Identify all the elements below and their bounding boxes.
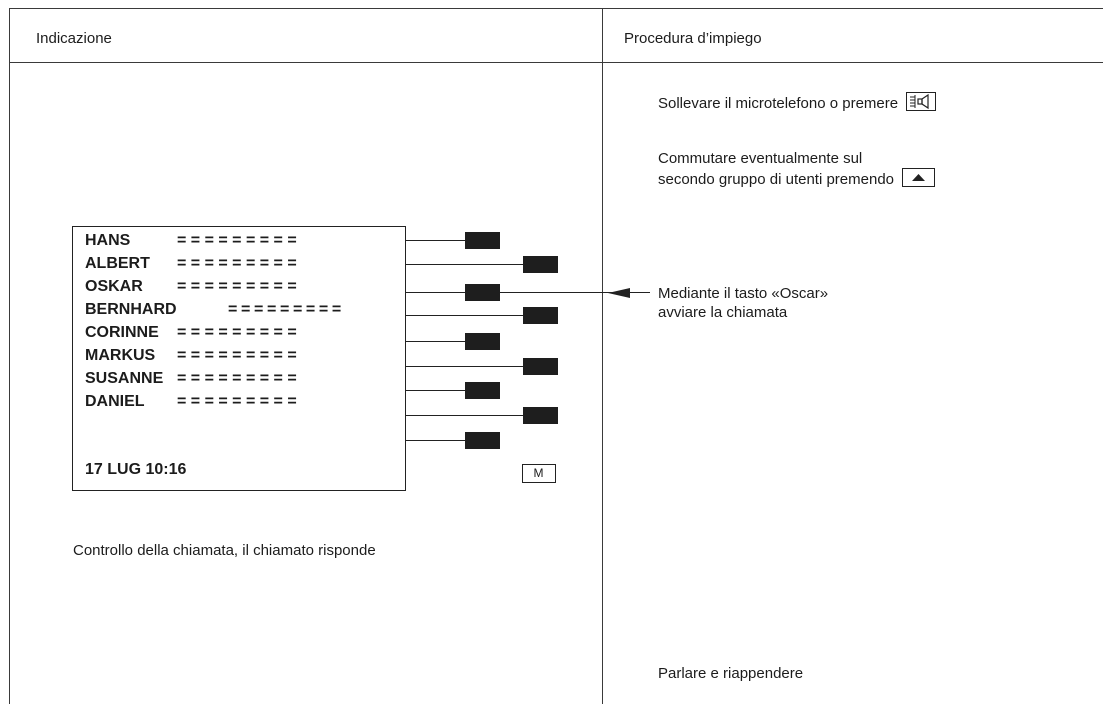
display-dashes-markus: = = = = = = = = =	[177, 347, 297, 364]
display-name-corinne: CORINNE	[85, 324, 159, 341]
display-name-oskar: OSKAR	[85, 278, 143, 295]
key-line-1	[406, 240, 466, 242]
display-name-susanne: SUSANNE	[85, 370, 164, 387]
phone-display	[72, 226, 406, 491]
key-line-4	[406, 315, 524, 317]
display-name-hans: HANS	[85, 232, 131, 249]
display-dashes-corinne: = = = = = = = = =	[177, 324, 297, 341]
display-dashes-daniel: = = = = = = = = =	[177, 393, 297, 410]
header-divider	[9, 62, 1103, 63]
key-line-2	[406, 264, 524, 266]
key-line-8	[406, 415, 524, 417]
loudspeaker-icon	[906, 92, 937, 111]
display-name-bernhard: BERNHARD	[85, 301, 177, 318]
display-name-markus: MARKUS	[85, 347, 156, 364]
key-line-3b	[500, 292, 560, 294]
step-speak-hang-up: Parlare e riappendere	[658, 665, 804, 682]
display-dashes-susanne: = = = = = = = = =	[177, 370, 297, 387]
step-switch-group-text: secondo gruppo di utenti premendo	[658, 171, 895, 188]
function-key-7[interactable]	[465, 382, 500, 399]
key-line-6	[406, 366, 524, 368]
display-name-albert: ALBERT	[85, 255, 150, 272]
table-top-border	[9, 8, 1103, 9]
key-line-7	[406, 390, 466, 392]
display-dashes-oskar: = = = = = = = = =	[177, 278, 297, 295]
step-lift-handset: Sollevare il microtelefono o premere	[658, 92, 937, 113]
column-divider	[602, 8, 603, 704]
display-dashes-albert: = = = = = = = = =	[177, 255, 297, 272]
display-dashes-hans: = = = = = = = = =	[177, 232, 297, 249]
key-line-9	[406, 440, 466, 442]
header-procedura: Procedura d’impiego	[624, 30, 762, 47]
function-key-2[interactable]	[523, 256, 558, 273]
step-oscar-line2: avviare la chiamata	[658, 304, 788, 321]
function-key-3-oskar[interactable]	[465, 284, 500, 301]
step-oscar-line1: Mediante il tasto «Oscar»	[658, 285, 829, 302]
step-switch-group-line1: Commutare eventualmente sul	[658, 150, 863, 167]
mode-key-m[interactable]: M	[522, 464, 556, 483]
function-key-1[interactable]	[465, 232, 500, 249]
function-key-8[interactable]	[523, 407, 558, 424]
step-switch-group-line2: secondo gruppo di utenti premendo	[658, 168, 936, 189]
header-indicazione: Indicazione	[36, 30, 112, 47]
key-line-5	[406, 341, 466, 343]
arrow-left-icon	[608, 288, 630, 298]
function-key-5[interactable]	[465, 333, 500, 350]
function-key-9[interactable]	[465, 432, 500, 449]
display-datetime: 17 LUG 10:16	[85, 461, 187, 478]
display-caption: Controllo della chiamata, il chiamato ri…	[73, 542, 376, 559]
table-left-border	[9, 8, 10, 704]
function-key-4[interactable]	[523, 307, 558, 324]
key-line-3	[406, 292, 466, 294]
step-lift-handset-text: Sollevare il microtelefono o premere	[658, 95, 899, 112]
pointer-line	[560, 292, 650, 294]
display-dashes-bernhard: = = = = = = = = =	[228, 301, 341, 318]
function-key-6[interactable]	[523, 358, 558, 375]
triangle-up-icon	[902, 168, 936, 187]
display-name-daniel: DANIEL	[85, 393, 145, 410]
